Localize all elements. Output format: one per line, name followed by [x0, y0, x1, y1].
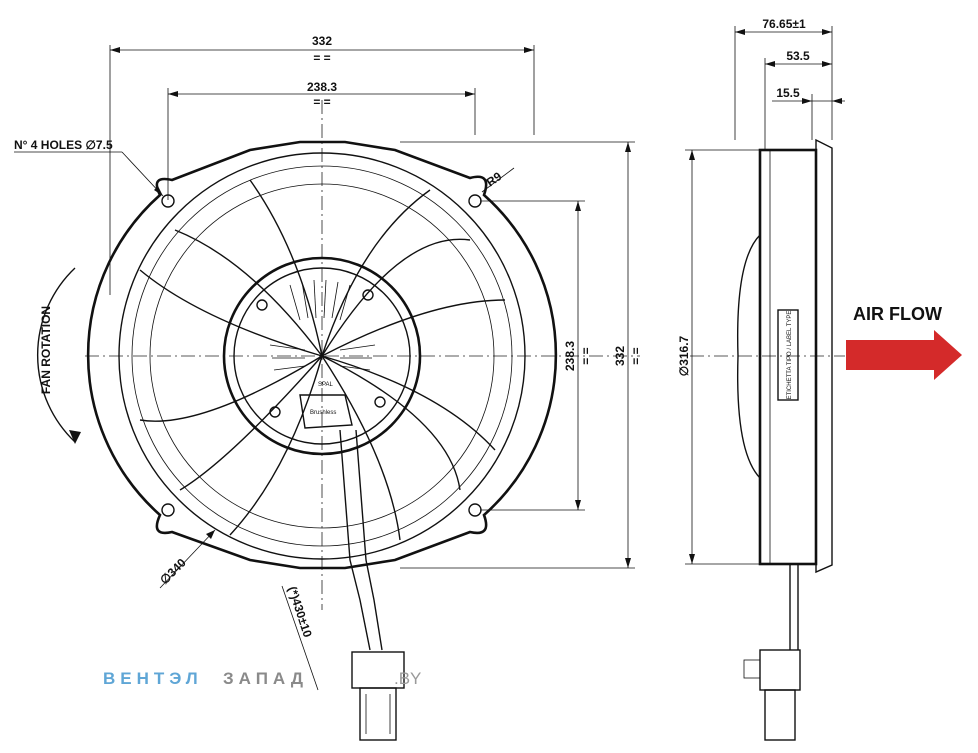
dim-width-332: 332 = =: [109, 34, 535, 295]
motor-label-plate: [299, 394, 353, 429]
dim-height-238-equal: = =: [579, 347, 593, 364]
mounting-holes: [161, 194, 482, 517]
fan-rotation-indicator: FAN ROTATION: [36, 267, 81, 444]
motor-screws: [256, 289, 386, 418]
brand-part-domain: .BY: [394, 669, 421, 688]
dim-depth-mid: 53.5: [764, 49, 832, 150]
front-connector: [351, 651, 405, 741]
side-motor-bulge: [736, 234, 761, 479]
shroud-inner-ring: [118, 152, 526, 560]
brand-part-blue: ВЕНТЭЛ: [103, 669, 203, 688]
side-label-plate: [777, 309, 799, 401]
mount-hole-bottom-left: [161, 503, 175, 517]
side-label-text: ETICHETTA TIPO / LABEL TYPE: [787, 311, 793, 400]
airflow-label: AIR FLOW: [853, 304, 942, 324]
blade-tip-ring: [131, 165, 513, 547]
holes-note-text: N° 4 HOLES ∅7.5: [14, 138, 113, 152]
front-view: SPAL Brushless 332 = =: [14, 34, 643, 741]
mount-hole-bottom-right: [468, 503, 482, 517]
support-ring: [149, 183, 495, 529]
ring-diameter-text: ∅340: [157, 555, 189, 587]
motor-text-brand: SPAL: [318, 382, 334, 388]
brand-watermark: ВЕНТЭЛ ЗАПАД .BY: [103, 669, 421, 688]
side-connector-plug: [764, 689, 796, 741]
dim-width-238: 238.3 = =: [167, 80, 476, 200]
dim-depth-total: 76.65±1: [734, 17, 833, 140]
rotation-arc: [36, 267, 76, 443]
fan-rotation-label: FAN ROTATION: [39, 306, 53, 394]
airflow-arrow-icon: [846, 330, 962, 380]
dim-depth-total-value: 76.65±1: [762, 17, 806, 31]
radius-note: R9: [481, 167, 515, 193]
dim-depth-flange-value: 15.5: [776, 86, 800, 100]
dim-width-332-value: 332: [312, 34, 332, 48]
fan-blades: [139, 179, 506, 541]
side-flange: [815, 138, 833, 574]
dim-depth-mid-value: 53.5: [786, 49, 810, 63]
cable-length-text: (*)430±10: [285, 585, 315, 640]
dim-height-332-equal: = =: [629, 347, 643, 364]
dim-height-238: 238.3 = =: [480, 200, 593, 511]
dim-height-238-value: 238.3: [563, 341, 577, 371]
mount-hole-top-right: [468, 194, 482, 208]
fan-shroud-outline: [86, 140, 558, 570]
cable-left-edge: [339, 429, 371, 651]
dim-depth-flange: 15.5: [772, 86, 845, 140]
dim-width-332-equal: = =: [313, 51, 330, 65]
dim-side-diameter-value: ∅316.7: [677, 335, 691, 376]
brand-part-gray: ЗАПАД: [223, 669, 308, 688]
dim-width-238-value: 238.3: [307, 80, 337, 94]
dim-width-238-equal: = =: [313, 95, 330, 109]
side-connector: [743, 649, 801, 741]
cable-right-edge: [355, 429, 383, 651]
motor-fins: [269, 279, 376, 371]
holes-note: N° 4 HOLES ∅7.5: [14, 138, 164, 197]
motor-inner-ring: [233, 267, 411, 445]
side-view: ETICHETTA TIPO / LABEL TYPE 76.65±1 53.5: [677, 17, 962, 741]
side-connector-body: [759, 649, 801, 691]
dim-height-332-value: 332: [613, 346, 627, 366]
motor-text-type: Brushless: [310, 410, 336, 416]
dim-side-diameter: ∅316.7: [677, 149, 760, 565]
dim-height-332: 332 = =: [400, 141, 643, 569]
motor-housing: [222, 256, 422, 456]
rotation-arrow-head: [69, 430, 81, 444]
ring-diameter-note: ∅340: [157, 529, 216, 589]
connector-plug: [359, 687, 397, 741]
